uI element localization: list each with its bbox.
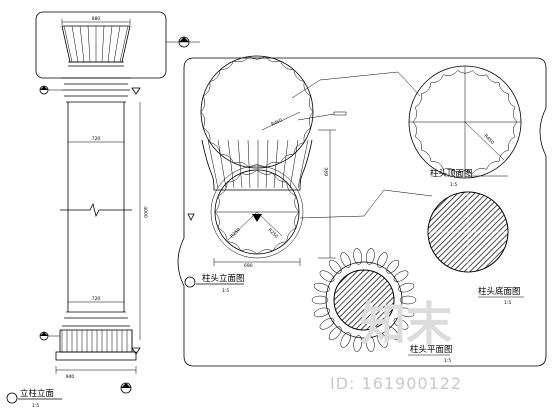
dim-head-height: 690 (324, 167, 330, 176)
leader-line (291, 71, 421, 99)
scale-head-top: 1:5 (450, 182, 457, 188)
head-top-scallop (200, 55, 314, 169)
title-head-bottom: 柱头底面图 (478, 286, 521, 297)
base-flutes (61, 330, 133, 352)
head-plan-view: 柱头平面图 1:5 (311, 248, 453, 364)
scale-head-elevation: 1:5 (222, 288, 229, 294)
head-top-view: R450 柱头顶面图 1:5 (408, 65, 522, 188)
scale-head-bottom: 1:5 (504, 300, 511, 306)
capital-flutes (63, 25, 129, 63)
title-head-elevation: 柱头立面图 (202, 273, 245, 284)
dim-base-width: 940 (66, 374, 75, 380)
head-flutes (207, 139, 309, 189)
head-plan-petals (311, 248, 417, 352)
column-elevation: 880 720 720 4000 (6, 11, 200, 409)
elev-tag-icon (187, 213, 195, 221)
dim-head-width: 690 (244, 263, 253, 269)
head-plan-hatched (333, 269, 395, 331)
dim-shaft-lower: 720 (92, 296, 101, 302)
head-bottom-view: 柱头底面图 1:5 (427, 191, 524, 306)
title-head-plan: 柱头平面图 (410, 344, 453, 355)
dim-top-width: 880 (92, 16, 101, 22)
watermark: 知末 ID: 161900122 (330, 297, 462, 393)
scale-head-plan: 1:5 (444, 358, 451, 364)
elev-tag-icon (131, 347, 141, 355)
title-marker-icon (6, 392, 18, 404)
watermark-id: ID: 161900122 (330, 374, 462, 393)
title-marker-icon (184, 276, 196, 288)
elev-tag-icon (131, 87, 141, 95)
dim-radius-top: R450 (483, 133, 496, 146)
break-line (60, 202, 132, 218)
dim-radius-small2: R250 (267, 227, 280, 240)
dim-shaft-upper: 720 (92, 136, 101, 142)
detail-frame (177, 57, 547, 367)
dim-radius-large: R450 (270, 117, 283, 127)
dim-column-height: 4000 (142, 206, 148, 218)
watermark-logo: 知末 (360, 297, 452, 351)
scale-column-elevation: 1:5 (32, 403, 39, 409)
title-head-top: 柱头顶面图 (430, 168, 473, 179)
title-column-elevation: 立柱立面 (20, 388, 55, 399)
column-base (59, 329, 133, 353)
leader-line (299, 189, 433, 219)
head-elevation: R250 R250 R450 690 690 柱头立面图 1:5 (184, 55, 347, 294)
